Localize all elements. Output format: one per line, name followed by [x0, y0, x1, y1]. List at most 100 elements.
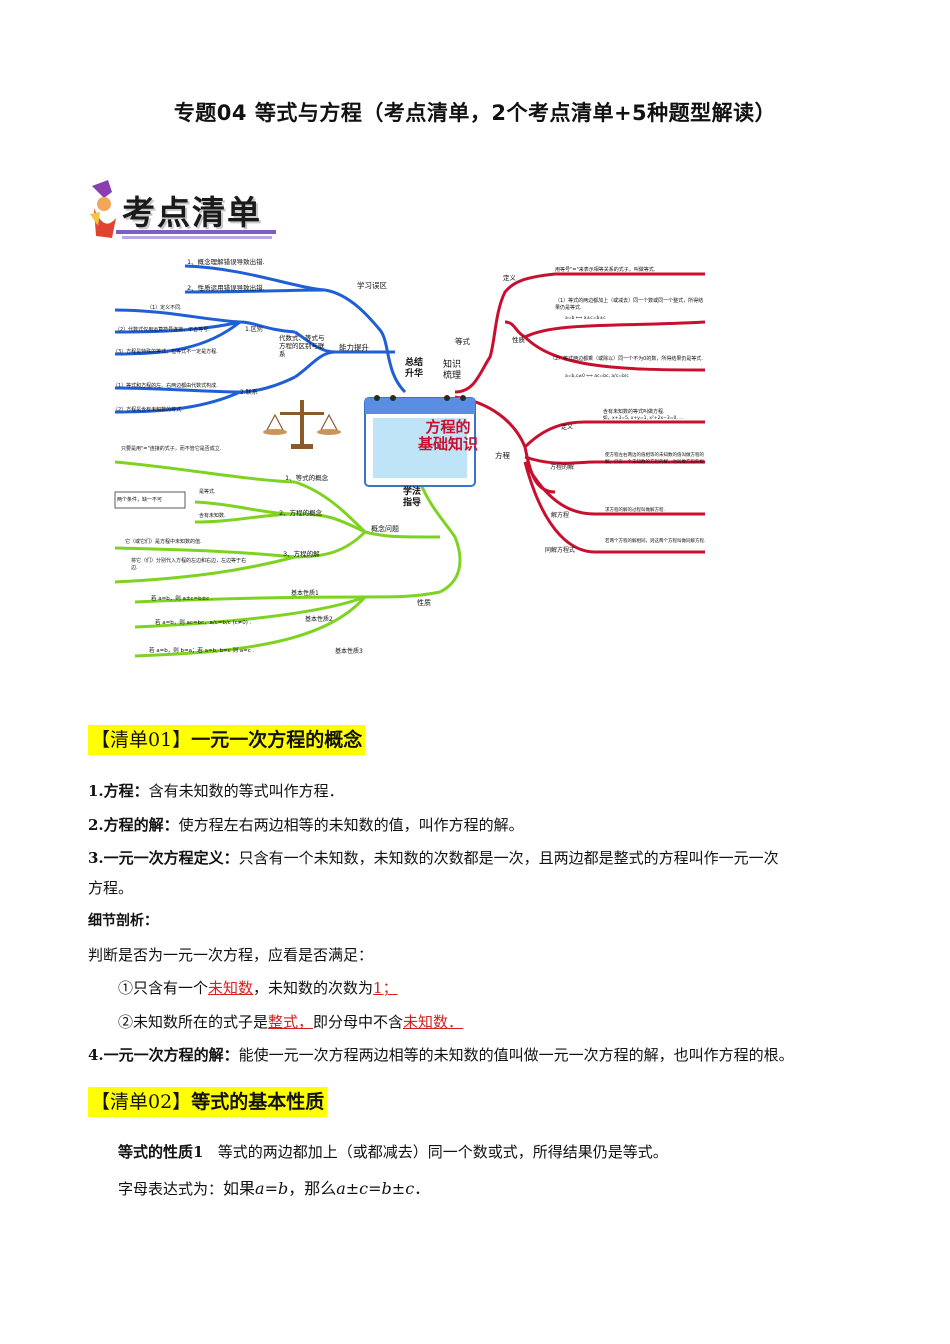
equality-prop-2-formula: a=b,c≠0 ⟺ ac=bc, a/c=b/c — [565, 374, 629, 379]
s1-condition-1: ①只含有一个未知数，未知数的次数为1； — [118, 973, 898, 1003]
s1-c1-b: ，未知数的次数为 — [253, 979, 374, 997]
equation-solve-label: 解方程 — [551, 512, 570, 519]
center-calendar — [364, 395, 476, 487]
branch-knowledge: 知识梳理 — [443, 360, 462, 381]
s1-c2-a: ②未知数所在的式子是 — [118, 1013, 269, 1031]
s2-formula-end: ． — [414, 1179, 431, 1198]
section1-heading: 【清单01】一元一次方程的概念 — [88, 725, 366, 755]
s1-c1-u2: 1； — [373, 979, 398, 997]
kaodian-banner: 考点清单 — [86, 178, 286, 248]
distinction-1: （1）定义不同. — [147, 305, 182, 311]
concept-eqn: 2、方程的概念 — [279, 509, 323, 517]
s1-c2-u2: 未知数． — [403, 1013, 464, 1031]
property-1-label: 基本性质1 — [291, 590, 319, 597]
equality-prop-1: （1）等式的两边都加上（或减去）同一个数或同一个整式，所得结果仍是等式. — [555, 298, 704, 311]
properties-label: 性质 — [417, 599, 431, 607]
s1-detail-title: 细节剖析： — [88, 913, 158, 929]
center-title-line2: 基础知识 — [417, 435, 478, 453]
s2-formula-b: a±c=b±c — [336, 1179, 415, 1198]
equality-def-label: 定义 — [503, 274, 516, 282]
relation-2: （2）方程是含有未知数的等式. — [113, 407, 183, 413]
wizard-icon — [90, 180, 276, 239]
s1-c1-a: ①只含有一个 — [118, 979, 209, 997]
branch-method: 学法指导 — [403, 487, 422, 508]
relation-1: （1）等式和方程的左、右两边都由代数式构成. — [113, 383, 218, 389]
concept-sol-note2: 将它（们）分别代入方程的左边和右边，左边等于右边. — [131, 558, 247, 571]
equality-prop-1-formula: a=b ⟺ a±c=b±c — [565, 316, 606, 321]
section1-title: 一元一次方程的概念 — [191, 729, 363, 751]
ability-node: 代数式、等式与方程的区别与联系 — [279, 334, 325, 358]
equation-same-text: 若两个方程的解相同，则这两个方程叫做同解方程. — [605, 539, 706, 544]
property-3-text: 若 a=b，则 b=a；若 a=b, b=c 则 a=c . — [149, 648, 255, 654]
s1-p3-text: 只含有一个未知数，未知数的次数都是一次，且两边都是整式的方程叫作一元一次 — [238, 849, 779, 867]
concept-eqn-box: 两个条件，缺一不可 — [117, 497, 163, 503]
s2-property-1: 等式的性质1 等式的两边都加上（或都减去）同一个数或式，所得结果仍是等式。 — [118, 1137, 898, 1167]
s1-p4-text: 能使一元一次方程两边相等的未知数的值叫做一元一次方程的解，也叫作方程的根。 — [238, 1046, 794, 1064]
property-3-label: 基本性质3 — [335, 648, 363, 655]
s1-c2-b: 即分母中不含 — [313, 1013, 404, 1031]
equation-sol-text: 使方程左右两边的值相等的未知数的值叫做方程的解，只有一个未知数的方程的解，也叫做… — [605, 453, 706, 465]
s1-p2-term: 2.方程的解： — [88, 816, 179, 834]
s2-prop-term: 等式的性质1 — [118, 1143, 204, 1161]
property-1-text: 若 a=b，则 a±c=b±c . — [151, 596, 213, 602]
scale-icon — [263, 400, 341, 449]
section1-tag: 【清单01】 — [91, 729, 192, 751]
branch-summary: 总结升华 — [405, 358, 424, 379]
s1-para-3-cont: 方程。 — [88, 879, 134, 897]
banner-text: 考点清单 — [122, 193, 262, 232]
concept-sol: 3、方程的解 — [283, 550, 320, 558]
s2-formula-mid: ，那么 — [288, 1179, 337, 1198]
s2-formula: 字母表达式为：如果a=b，那么a±c=b±c． — [118, 1174, 898, 1204]
s1-p2-text: 使方程左右两边相等的未知数的值，叫作方程的解。 — [178, 816, 524, 834]
error-zone-label: 学习误区 — [357, 281, 387, 290]
s1-p4-term: 4.一元一次方程的解： — [88, 1046, 239, 1064]
section2-tag: 【清单02】 — [91, 1091, 192, 1113]
s2-formula-label: 字母表达式为： — [118, 1180, 224, 1198]
center-title-line1: 方程的 — [425, 418, 471, 436]
concept-label: 概念问题 — [371, 525, 399, 533]
concept-sol-note1: 它（或它们）是方程中未知数的值. — [125, 539, 202, 545]
page-title: 专题04 等式与方程（考点清单，2个考点清单+5种题型解读） — [173, 101, 777, 125]
equality-prop-2: （2）等式两边都乘（或除以）同一个不为0的数，所得结果仍是等式. — [550, 356, 703, 362]
distinction-2: （2）代数式仅用运算符号连接，不含等号. — [115, 327, 210, 333]
equation-def-text: 含有未知数的等式叫做方程. — [603, 409, 665, 415]
section2-title: 等式的基本性质 — [191, 1091, 325, 1113]
property-2-label: 基本性质2 — [305, 616, 333, 623]
s1-c2-u1: 整式， — [268, 1013, 314, 1031]
s2-formula-a: a=b — [255, 1179, 289, 1198]
equality-prop-label: 性质 — [512, 336, 525, 344]
s2-prop-text: 等式的两边都加上（或都减去）同一个数或式，所得结果仍是等式。 — [217, 1143, 668, 1161]
s2-formula-text: 如果 — [223, 1179, 256, 1198]
section2-heading: 【清单02】等式的基本性质 — [88, 1087, 328, 1117]
concept-eqn-cond1: 是等式. — [199, 489, 216, 495]
ability-label: 能力提升 — [339, 343, 369, 352]
s1-p1-text: 含有未知数的等式叫作方程． — [148, 782, 344, 800]
equation-def-example: 如，x+3=5, x+y=1, x²+2x−3=0, … — [603, 416, 684, 421]
mindmap-diagram — [114, 264, 706, 658]
equation-sol-label: 方程的解 — [550, 464, 575, 471]
s1-p1-term: 1.方程： — [88, 782, 149, 800]
concept-eq-note: 只要是用"="连接的式子，而不管它是否成立. — [121, 446, 222, 452]
s1-detail-intro: 判断是否为一元一次方程，应看是否满足： — [88, 946, 374, 964]
equality-label: 等式 — [455, 337, 470, 346]
s1-para-2: 2.方程的解：使方程左右两边相等的未知数的值，叫作方程的解。 — [88, 810, 868, 840]
s1-para-3: 3.一元一次方程定义：只含有一个未知数，未知数的次数都是一次，且两边都是整式的方… — [88, 843, 868, 873]
equation-solve-text: 求方程的解的过程叫做解方程. — [605, 508, 665, 513]
equation-def-label: 定义 — [561, 424, 574, 431]
error-item-2: 2、性质运用错误导致出错. — [187, 284, 265, 292]
concept-eqn-cond2: 含有未知数. — [199, 513, 226, 519]
equality-def-text: 用等号"="来表示相等关系的式子，叫做等式. — [555, 267, 656, 273]
s1-para-4: 4.一元一次方程的解：能使一元一次方程两边相等的未知数的值叫做一元一次方程的解，… — [88, 1040, 868, 1070]
error-item-1: 1、概念理解错误导致出错. — [187, 258, 265, 266]
concept-eq: 1、等式的概念 — [285, 474, 329, 482]
s1-para-1: 1.方程：含有未知数的等式叫作方程． — [88, 776, 868, 806]
distinction-label: 1.区别 — [245, 326, 263, 333]
relation-label: 2.联系 — [240, 389, 258, 396]
equation-same-label: 同解方程式 — [545, 547, 576, 554]
equation-label: 方程 — [495, 451, 510, 460]
distinction-3: （3）方程是特殊的等式，但等式不一定是方程. — [113, 349, 218, 355]
s1-p3-term: 3.一元一次方程定义： — [88, 849, 239, 867]
mindmap-labels: 方程的 基础知识 总结升华 知识梳理 学法指导 学习误区 1、概念理解错误导致出… — [95, 252, 720, 667]
s1-c1-u1: 未知数 — [208, 979, 254, 997]
s1-condition-2: ②未知数所在的式子是整式，即分母中不含未知数． — [118, 1007, 898, 1037]
